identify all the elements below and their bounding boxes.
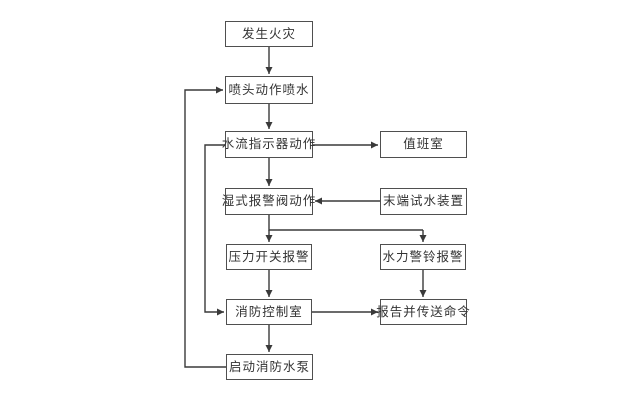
- node-wet-alarm-valve: 湿式报警阀动作: [222, 188, 315, 215]
- node-report-transmit-command: 报告并传送命令: [376, 299, 470, 325]
- node-water-flow-indicator: 水流指示器动作: [222, 131, 315, 158]
- node-pressure-switch-alarm: 压力开关报警: [226, 244, 312, 270]
- node-fire-control-room: 消防控制室: [226, 299, 312, 325]
- node-hydraulic-bell-alarm: 水力警铃报警: [380, 244, 466, 270]
- node-sprinkler-activates: 喷头动作喷水: [225, 76, 313, 104]
- node-duty-room: 值班室: [380, 131, 467, 158]
- edge-wet-valve-split: [268, 215, 423, 231]
- edge-pump-to-sprinkler-loop: [184, 86, 226, 368]
- node-start-fire-pump: 启动消防水泵: [226, 354, 313, 380]
- node-fire-occurs: 发生火灾: [225, 21, 313, 47]
- node-end-test-device: 末端试水装置: [380, 188, 467, 215]
- edge-flow-indicator-to-control-room-loop: [204, 144, 225, 316]
